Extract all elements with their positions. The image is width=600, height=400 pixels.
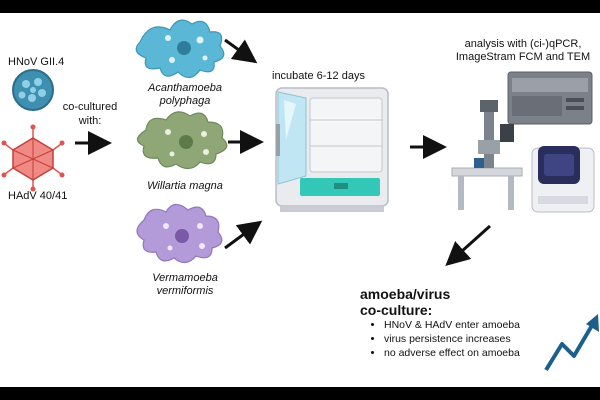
- result-points: HNoV & HAdV enter amoeba virus persisten…: [370, 318, 520, 360]
- hnov-label: HNoV GII.4: [8, 56, 65, 68]
- analysis-label: analysis with (ci-)qPCR, ImageStram FCM …: [455, 38, 591, 63]
- norovirus-particle-icon: [12, 69, 54, 111]
- amoeba-1-name: Acanthamoeba polyphaga: [148, 82, 222, 107]
- amoeba-3-arrow: [224, 220, 263, 250]
- hadv-label: HAdV 40/41: [8, 190, 68, 202]
- amoeba-cell-icon: [136, 111, 228, 170]
- trend-up-arrow-icon: [544, 314, 599, 372]
- amoeba-cell-icon: [135, 19, 225, 79]
- result-arrow: [445, 224, 492, 267]
- cocultured-label: co-cultured with:: [62, 101, 118, 127]
- amoeba-2-name: Willartia magna: [147, 180, 223, 192]
- amoeba-3-name: Vermamoeba vermiformis: [152, 272, 218, 297]
- adenovirus-particle-icon: [1, 124, 65, 192]
- amoeba-cell-icon: [136, 203, 223, 264]
- list-item: virus persistence increases: [384, 332, 520, 346]
- result-title: amoeba/virus co-culture:: [360, 286, 451, 318]
- list-item: HNoV & HAdV enter amoeba: [384, 318, 520, 332]
- amoeba-1-arrow: [224, 38, 258, 64]
- qpcr-machine-icon: [507, 71, 593, 125]
- electron-microscope-icon: [451, 100, 523, 210]
- flow-cytometer-icon: [531, 146, 595, 213]
- list-item: no adverse effect on amoeba: [384, 346, 520, 360]
- incubate-label: incubate 6-12 days: [272, 70, 365, 82]
- incubator-icon: [275, 87, 389, 212]
